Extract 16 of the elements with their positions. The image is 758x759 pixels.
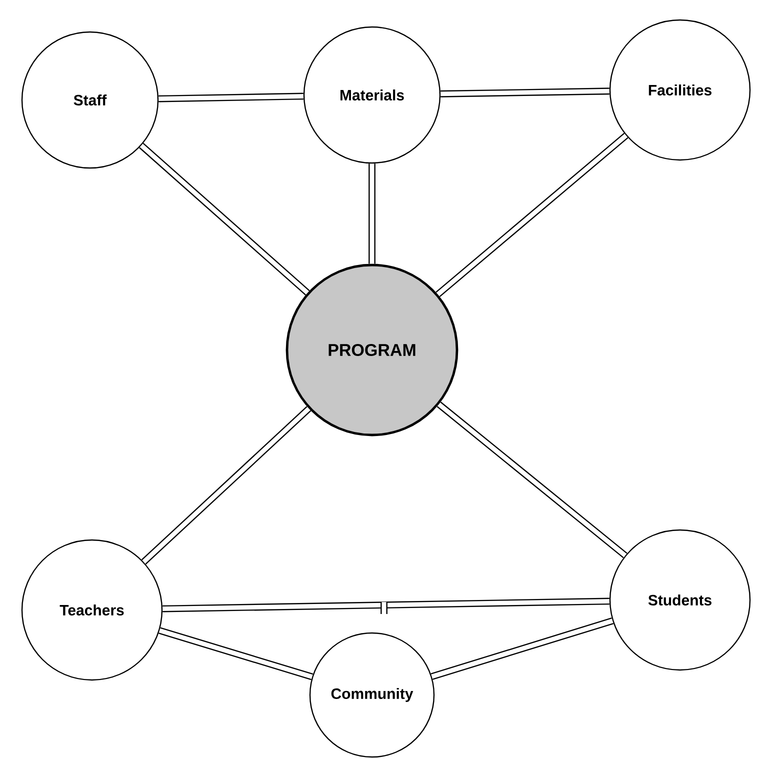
double-line xyxy=(141,406,312,564)
double-line xyxy=(162,598,610,612)
double-line xyxy=(139,142,310,296)
double-line xyxy=(368,164,376,264)
double-line xyxy=(430,618,614,680)
circle-node: Teachers xyxy=(21,539,163,681)
circle-node: Materials xyxy=(303,26,441,164)
circle-node: Staff xyxy=(21,31,159,169)
circle-node: Facilities xyxy=(609,19,751,161)
circle-node: Community xyxy=(309,632,435,758)
circle-node: Students xyxy=(609,529,751,671)
double-line xyxy=(158,627,314,680)
double-line xyxy=(440,88,610,98)
double-line xyxy=(436,132,628,298)
double-line xyxy=(158,92,304,102)
double-line xyxy=(436,402,628,558)
